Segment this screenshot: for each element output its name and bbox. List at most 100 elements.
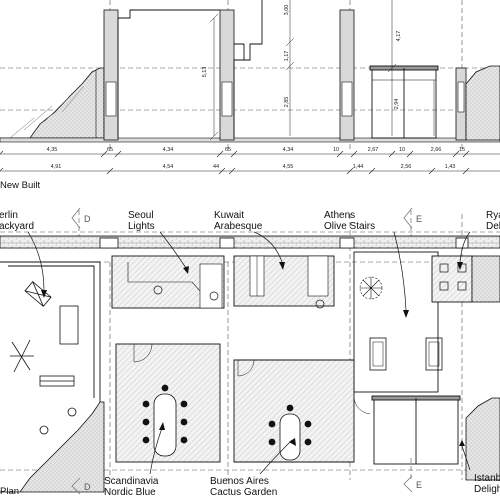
svg-text:E: E: [416, 214, 422, 224]
svg-text:D: D: [84, 214, 91, 224]
room-leader-arrows: [27, 231, 471, 475]
plan-view: D E D E erlin ackyard Seoul Lights Kuwai…: [0, 207, 500, 498]
plan-right-slope: [465, 397, 500, 481]
dim-tick: [452, 150, 460, 158]
dim-tick: [114, 150, 122, 158]
room-ryadh: [431, 255, 500, 303]
section-vertical-dims: [209, 0, 435, 141]
label-kuwait-2: Arabesque: [214, 221, 263, 232]
svg-text:D: D: [84, 482, 91, 492]
dim-label-row2: 2,56: [401, 164, 412, 170]
dim-tick: [346, 167, 354, 175]
dim-label-row1: 2,67: [368, 147, 379, 153]
section-room-c: [369, 65, 439, 139]
dim-label-row2: 4,55: [283, 164, 294, 170]
dim-tick: [462, 167, 470, 175]
room-kuwait: [233, 255, 335, 309]
dim-label-row1: 65: [107, 147, 113, 153]
dim-tick: [230, 150, 238, 158]
room-berlin-outline: [0, 261, 101, 402]
dim-label-row1: 2,66: [431, 147, 442, 153]
section-room-b: [233, 0, 263, 138]
vdim-label-1: 5,13: [202, 67, 208, 78]
section-vertical-dim-labels: 5,13 3,00 1,17 2,85 4,17 2,94: [202, 5, 402, 110]
dim-label-row1: 4,34: [283, 147, 294, 153]
section-view: 5,13 3,00 1,17 2,85 4,17 2,94 4,35 65 4,34…: [0, 0, 500, 191]
vdim-label-2: 3,00: [284, 5, 290, 16]
room-seoul: [111, 255, 225, 309]
dim-label-row1: 10: [333, 147, 339, 153]
dim-label-row2: 4,91: [51, 164, 62, 170]
section-wall-openings: [105, 81, 465, 117]
section-marker-e-bottom: E: [403, 475, 422, 493]
dim-tick: [100, 150, 108, 158]
label-berlin-1: erlin: [0, 210, 18, 221]
dim-tick: [336, 150, 344, 158]
label-buenos-aires-1: Buenos Aires: [210, 476, 269, 487]
dim-tick: [350, 150, 358, 158]
label-scandinavia-1: Scandinavia: [104, 476, 159, 487]
section-stair-slope: [0, 67, 105, 139]
vdim-label-5: 4,17: [396, 31, 402, 42]
vdim-label-6: 2,94: [394, 99, 400, 110]
label-seoul-1: Seoul: [128, 210, 154, 221]
dim-tick: [462, 150, 470, 158]
label-istanbul-2: Deligh: [474, 484, 500, 495]
label-ryadh-2: Deli: [486, 221, 500, 232]
dim-label-row2: 44: [213, 164, 219, 170]
dim-label-row1: 15: [459, 147, 465, 153]
svg-text:E: E: [416, 480, 422, 490]
room-labels: erlin ackyard Seoul Lights Kuwait Arabes…: [0, 210, 500, 498]
dim-tick: [388, 150, 396, 158]
dim-tick: [0, 150, 4, 155]
section-floor-slab: [0, 137, 500, 143]
scandinavia-table: [142, 384, 188, 457]
dim-tick: [406, 150, 414, 158]
room-buenos-aires: [233, 359, 355, 463]
section-dim-lines: [0, 153, 500, 172]
plan-top-wall-piers: [99, 237, 469, 249]
dim-label-row1: 10: [399, 147, 405, 153]
section-marker-d-bottom: D: [71, 477, 91, 495]
section-dim-ticks: [0, 150, 470, 175]
section-room-a: [117, 9, 220, 138]
label-scandinavia-2: Nordic Blue: [104, 487, 156, 498]
vdim-label-4: 2,85: [284, 97, 290, 108]
leader-arrowheads: [41, 262, 465, 446]
section-title: New Built: [0, 180, 40, 191]
label-istanbul-1: Istanb: [474, 473, 500, 484]
dim-tick: [368, 167, 376, 175]
section-marker-d-top: D: [71, 207, 91, 229]
dim-label-row2: 1,43: [445, 164, 456, 170]
olive-tree-icon: [359, 276, 383, 300]
label-athens-2: Olive Stairs: [324, 221, 375, 232]
label-kuwait-1: Kuwait: [214, 210, 244, 221]
section-walls: [103, 9, 467, 141]
label-buenos-aires-2: Cactus Garden: [210, 487, 277, 498]
label-seoul-2: Lights: [128, 221, 155, 232]
dim-tick: [216, 150, 224, 158]
dim-tick: [0, 167, 4, 172]
berlin-furniture: [10, 281, 79, 435]
dim-tick: [428, 167, 436, 175]
plan-title: Plan: [0, 486, 19, 497]
dim-label-row1: 4,35: [47, 147, 58, 153]
buenos-aires-table: [268, 404, 312, 461]
dim-row-1: 4,35 65 4,34 65 4,34 10 2,67 10 2,66 15: [47, 147, 465, 153]
dim-label-row1: 65: [225, 147, 231, 153]
dim-tick: [218, 167, 226, 175]
dim-row-2: 4,91 4,54 44 4,55 1,44 2,56 1,43: [51, 164, 456, 170]
label-ryadh-1: Rya: [486, 210, 500, 221]
dim-tick: [228, 167, 236, 175]
dim-label-row2: 1,44: [353, 164, 364, 170]
berlin-stair-slope: [0, 401, 105, 493]
dim-label-row1: 4,34: [163, 147, 174, 153]
plan-top-wall: [0, 235, 500, 249]
dim-tick: [106, 167, 114, 175]
vdim-label-3: 1,17: [284, 51, 290, 62]
dim-label-row2: 4,54: [163, 164, 174, 170]
section-right-slope: [465, 65, 500, 141]
label-athens-1: Athens: [324, 210, 355, 221]
label-berlin-2: ackyard: [0, 221, 34, 232]
